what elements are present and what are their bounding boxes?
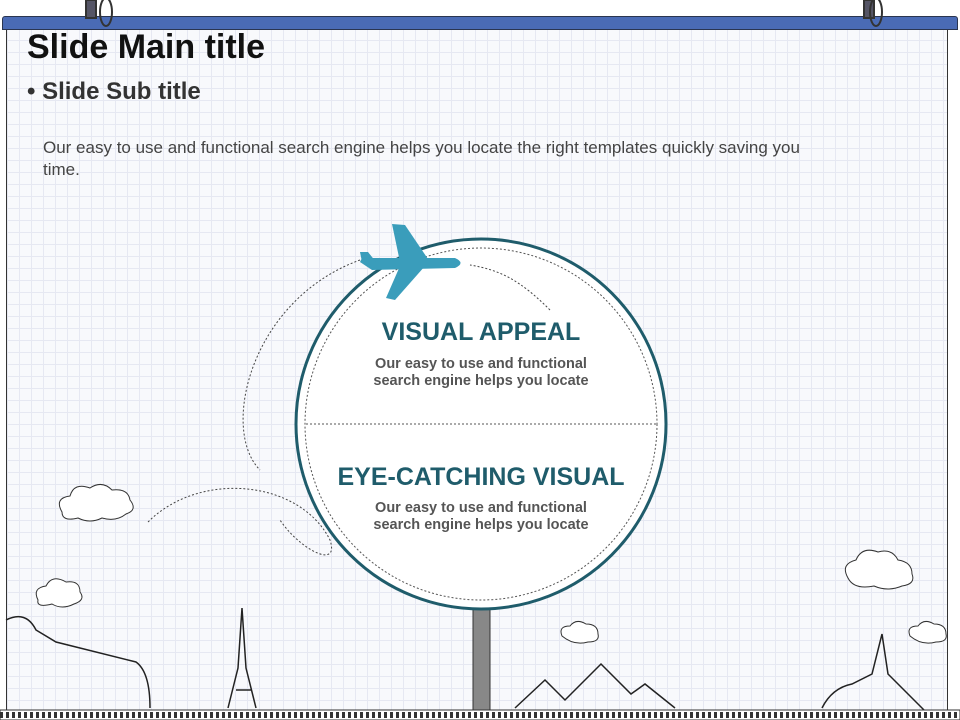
section-heading: VISUAL APPEAL xyxy=(381,318,581,346)
airplane-icon xyxy=(360,224,461,300)
slide-sub-title: • Slide Sub title xyxy=(27,78,201,105)
section-text: Our easy to use and functional search en… xyxy=(373,356,589,389)
slide-sub-title-text: Slide Sub title xyxy=(42,78,201,105)
sign-pole xyxy=(472,607,491,713)
description-text: Our easy to use and functional search en… xyxy=(43,138,800,179)
board-top-bar xyxy=(2,16,958,30)
sign-circle xyxy=(294,237,668,611)
skyline-icon xyxy=(5,607,933,719)
slide-main-title: Slide Main title xyxy=(27,28,266,66)
hanger-icon xyxy=(85,0,113,27)
section-text: Our easy to use and functional search en… xyxy=(373,500,589,533)
flight-path xyxy=(147,259,551,556)
cloud-icon xyxy=(35,484,947,644)
section-heading: EYE-CATCHING VISUAL xyxy=(337,463,625,491)
hanger-icon xyxy=(863,0,883,27)
